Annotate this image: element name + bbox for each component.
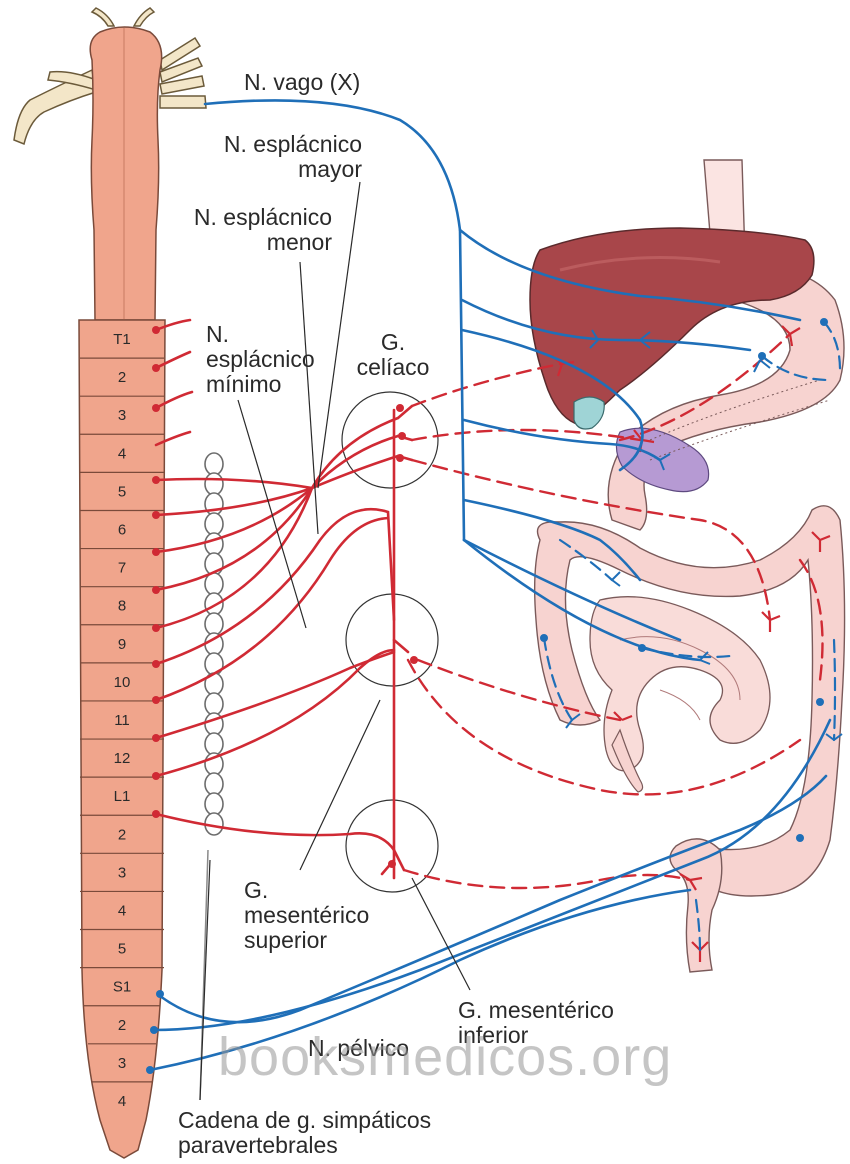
spinal-segment-label: 5: [118, 483, 126, 500]
paravertebral-ganglion: [205, 773, 223, 795]
spinal-segment-label: 3: [118, 864, 126, 881]
spinal-segment-label: 2: [118, 369, 126, 386]
watermark: booksmedicos.org: [218, 1026, 672, 1088]
label-chain-line1: Cadena de g. simpáticos: [178, 1108, 431, 1133]
label-least-splanchnic-line1: N.: [206, 322, 315, 347]
label-least-splanchnic-line3: mínimo: [206, 372, 315, 397]
label-lesser-splanchnic-line1: N. esplácnico: [140, 205, 332, 230]
label-celiac-ganglion: G. celíaco: [348, 330, 438, 380]
paravertebral-ganglion: [205, 593, 223, 615]
label-chain-line2: paravertebrales: [178, 1133, 431, 1158]
spinal-segment-label: 6: [118, 522, 126, 539]
spinal-segment-label: 4: [118, 1093, 126, 1110]
spinal-segment-label: S1: [113, 979, 131, 996]
label-greater-splanchnic: N. esplácnico mayor: [170, 132, 362, 182]
gallbladder: [574, 397, 604, 429]
label-greater-splanchnic-line2: mayor: [170, 157, 362, 182]
spinal-segment-label: 7: [118, 560, 126, 577]
paravertebral-ganglion: [205, 693, 223, 715]
paravertebral-ganglion: [205, 793, 223, 815]
label-lesser-splanchnic: N. esplácnico menor: [140, 205, 332, 255]
sympathetic-ganglion-dots: [152, 326, 418, 868]
label-least-splanchnic-line2: esplácnico: [206, 347, 315, 372]
label-smg-line2: mesentérico: [244, 903, 369, 928]
paravertebral-ganglion: [205, 453, 223, 475]
spinal-segment-label: T1: [113, 331, 131, 348]
spinal-segment-label: 4: [118, 445, 126, 462]
paravertebral-ganglion: [205, 733, 223, 755]
ganglia: [342, 392, 438, 892]
label-lesser-splanchnic-line2: menor: [140, 230, 332, 255]
spinal-segment-label: 4: [118, 902, 126, 919]
label-celiac-line2: celíaco: [348, 355, 438, 380]
spinal-segment-label: 2: [118, 1017, 126, 1034]
label-smg-line1: G.: [244, 878, 369, 903]
brainstem: [90, 27, 161, 320]
paravertebral-ganglion: [205, 613, 223, 635]
spinal-segment-label: L1: [114, 788, 131, 805]
spinal-segment-label: 5: [118, 941, 126, 958]
paravertebral-ganglion: [205, 513, 223, 535]
label-celiac-line1: G.: [348, 330, 438, 355]
spinal-segment-label: 2: [118, 826, 126, 843]
sympathetic-nerves: [156, 320, 412, 878]
leader-lines: [200, 182, 470, 1100]
paravertebral-ganglion: [205, 473, 223, 495]
paravertebral-ganglion: [205, 533, 223, 555]
spinal-segment-label: 12: [114, 750, 131, 767]
spinal-segment-label: 11: [114, 712, 130, 729]
spinal-segment-label: 3: [118, 407, 126, 424]
label-greater-splanchnic-line1: N. esplácnico: [170, 132, 362, 157]
label-vagus-nerve: N. vago (X): [244, 70, 360, 95]
spinal-segment-label: 10: [114, 674, 131, 691]
label-least-splanchnic: N. esplácnico mínimo: [206, 322, 315, 397]
spinal-segment-label: 3: [118, 1055, 126, 1072]
spinal-segment-label: 8: [118, 598, 126, 615]
paravertebral-ganglion: [205, 653, 223, 675]
label-superior-mesenteric-ganglion: G. mesentérico superior: [244, 878, 369, 953]
label-sympathetic-chain: Cadena de g. simpáticos paravertebrales: [178, 1108, 431, 1158]
superior-mesenteric-ganglion: [346, 594, 438, 686]
label-smg-line3: superior: [244, 928, 369, 953]
spinal-segment-label: 9: [118, 636, 126, 653]
label-img-line1: G. mesentérico: [458, 998, 614, 1023]
